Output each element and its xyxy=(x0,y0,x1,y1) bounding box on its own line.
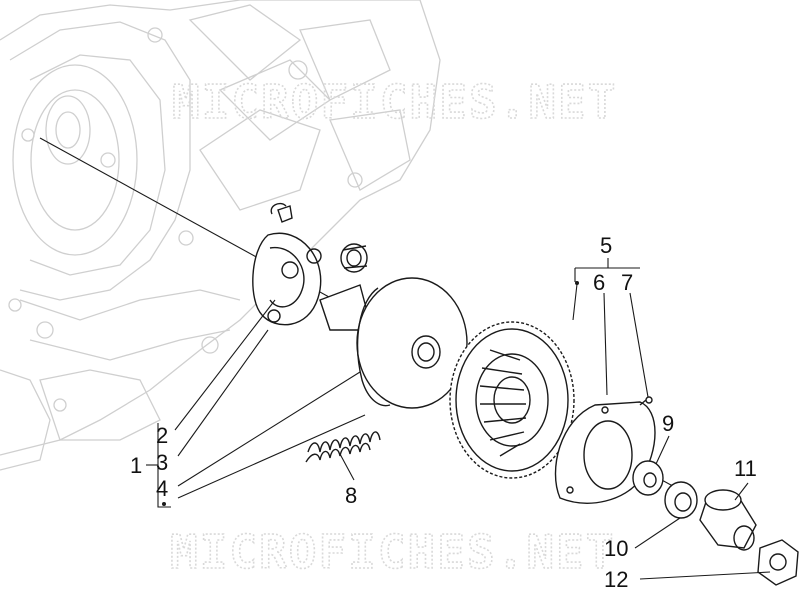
crankcase-outline xyxy=(0,0,441,471)
leader-lines xyxy=(146,258,771,580)
part-backing-plate xyxy=(252,202,322,326)
part-nut xyxy=(757,539,799,586)
callout-10: 10 xyxy=(604,536,628,561)
watermark-top: MICROFICHES.NET xyxy=(172,75,617,129)
part-cover-plate xyxy=(554,401,656,504)
watermark-bottom: MICROFICHES.NET xyxy=(170,525,615,579)
part-half-pulley xyxy=(319,277,468,409)
part-flywheel-gear xyxy=(449,321,575,479)
callout-4: 4 xyxy=(156,476,168,501)
callout-3: 3 xyxy=(156,450,168,475)
callout-1: 1 xyxy=(130,453,142,478)
part-washer xyxy=(632,460,664,496)
part-spring xyxy=(305,431,381,463)
callout-11: 11 xyxy=(734,456,757,481)
callout-9: 9 xyxy=(662,411,674,436)
callout-8: 8 xyxy=(345,483,357,508)
part-bushing xyxy=(699,489,757,551)
callout-5: 5 xyxy=(600,233,612,258)
callout-2: 2 xyxy=(156,423,168,448)
part-screw xyxy=(639,396,653,406)
callout-labels: 1 2 3 4 5 6 7 8 9 10 11 12 xyxy=(130,233,757,592)
part-roller-bush xyxy=(340,243,368,273)
part-spacer xyxy=(664,481,698,519)
bracket-dot-b xyxy=(575,281,579,285)
callout-12: 12 xyxy=(604,567,628,592)
bracket-dot-a xyxy=(162,502,166,506)
callout-7: 7 xyxy=(621,270,633,295)
callout-6: 6 xyxy=(593,270,605,295)
